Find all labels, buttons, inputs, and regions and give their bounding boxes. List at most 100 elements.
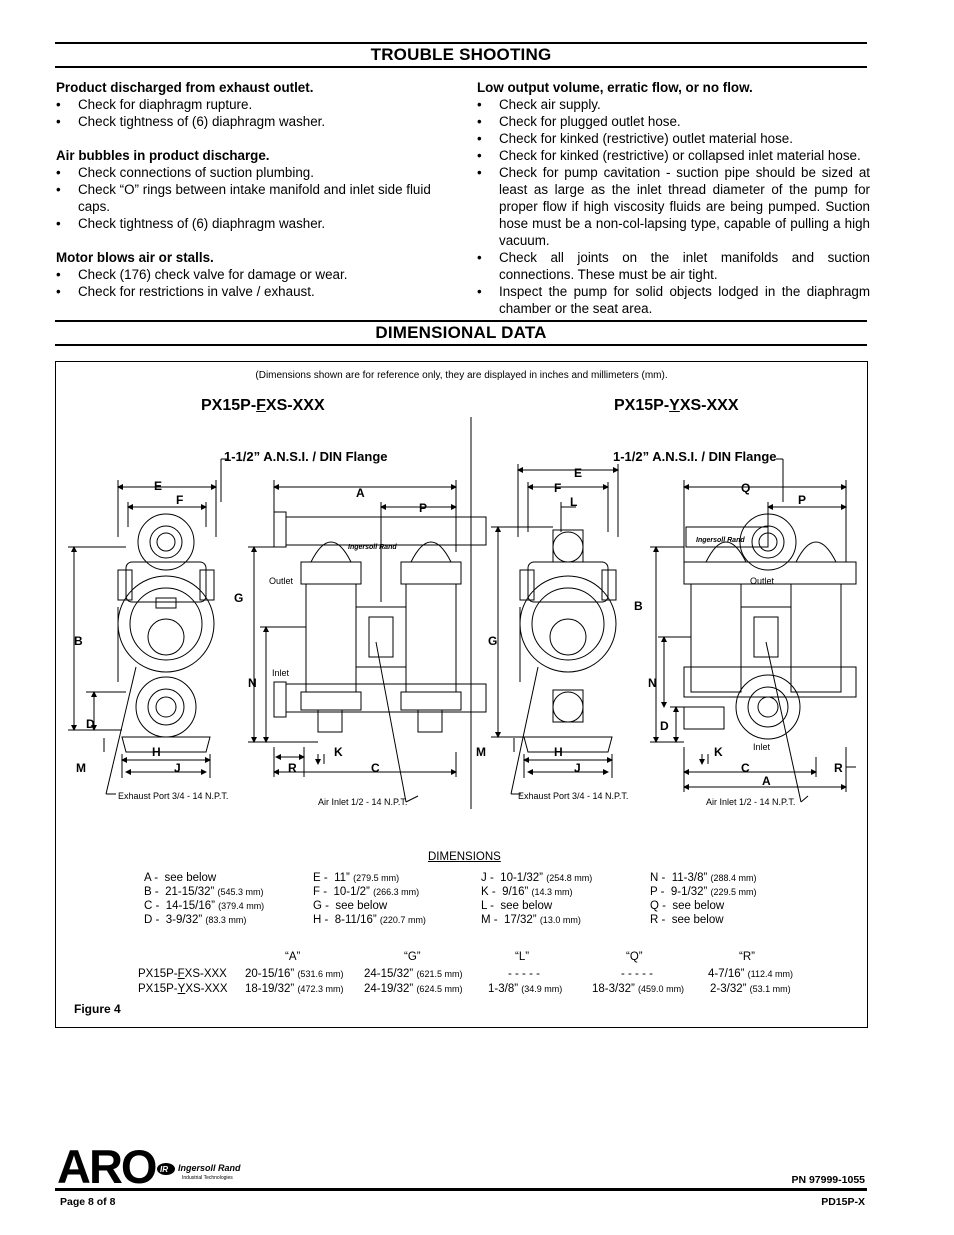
flange-label-left: 1-1/2” A.N.S.I. / DIN Flange xyxy=(224,449,388,464)
dim-letter-g-left: G xyxy=(234,591,243,605)
dimension-row: F - 10-1/2” (266.3 mm) xyxy=(313,886,420,898)
inlet-label-left: Inlet xyxy=(272,668,290,678)
dim-letter-j-right: J xyxy=(574,761,581,775)
trouble-list: Check (176) check valve for damage or we… xyxy=(56,266,466,300)
dimensions-header: DIMENSIONS xyxy=(428,851,501,863)
dim-letter-e-left: E xyxy=(154,479,162,493)
variant-header-a: “A” xyxy=(285,951,301,963)
table-cell: 20-15/16” (531.6 mm) xyxy=(245,968,344,980)
list-item: Check (176) check valve for damage or we… xyxy=(56,266,466,283)
flange-label-right: 1-1/2” A.N.S.I. / DIN Flange xyxy=(613,449,777,464)
list-item: Check for diaphragm rupture. xyxy=(56,96,466,113)
table-cell: - - - - - xyxy=(508,968,540,980)
list-item: Check air supply. xyxy=(477,96,870,113)
model-title-right: PX15P-YXS-XXX xyxy=(614,397,739,414)
table-cell: 4-7/16” (112.4 mm) xyxy=(708,968,793,980)
brand-badge-left: Ingersoll Rand xyxy=(348,544,397,551)
dimension-row: L - see below xyxy=(481,900,553,912)
dimensional-data-title: DIMENSIONAL DATA xyxy=(375,323,547,342)
dimension-row: D - 3-9/32” (83.3 mm) xyxy=(144,914,247,926)
dim-letter-f-right: F xyxy=(554,481,561,495)
svg-text:IR: IR xyxy=(160,1165,168,1174)
exhaust-port-label-right: Exhaust Port 3/4 - 14 N.P.T. xyxy=(518,791,628,801)
dim-letter-b-right: B xyxy=(634,599,643,613)
brand-badge-right: Ingersoll Rand xyxy=(696,537,745,544)
variant-header-g: “G” xyxy=(404,951,421,963)
table-cell: 2-3/32” (53.1 mm) xyxy=(710,983,791,995)
right-end-view xyxy=(519,529,617,753)
table-cell: 18-3/32” (459.0 mm) xyxy=(592,983,685,995)
list-item: Check for kinked (restrictive) or collap… xyxy=(477,147,870,164)
variant-header-r: “R” xyxy=(739,951,755,963)
dim-letter-d-right: D xyxy=(660,719,669,733)
air-inlet-label-right: Air Inlet 1/2 - 14 N.P.T. xyxy=(706,797,795,807)
dim-letter-n-left: N xyxy=(248,676,257,690)
list-item: Check for restrictions in valve / exhaus… xyxy=(56,283,466,300)
dim-letter-k-right: K xyxy=(714,745,723,759)
left-side-view xyxy=(273,511,487,733)
variant-model-y: PX15P-YXS-XXX xyxy=(138,983,228,995)
dimension-row: E - 11” (279.5 mm) xyxy=(313,872,400,884)
dim-letter-h-right: H xyxy=(554,745,563,759)
left-end-view xyxy=(117,513,215,753)
trouble-list: Check connections of suction plumbing. C… xyxy=(56,164,466,232)
dim-letter-a-left: A xyxy=(356,486,365,500)
aro-logo: ARO xyxy=(57,1140,157,1193)
trouble-heading: Product discharged from exhaust outlet. xyxy=(56,80,314,95)
ingersoll-rand-brand: Ingersoll Rand xyxy=(178,1163,241,1173)
dim-letter-j-left: J xyxy=(174,761,181,775)
dim-letter-l-right: L xyxy=(570,495,577,509)
trouble-left-column: Product discharged from exhaust outlet. … xyxy=(56,79,466,317)
dimension-row: K - 9/16” (14.3 mm) xyxy=(481,886,573,898)
list-item: Check for pump cavitation - suction pipe… xyxy=(477,164,870,249)
dimension-row: A - see below xyxy=(144,872,217,884)
dim-letter-k-left: K xyxy=(334,745,343,759)
variant-header-l: “L” xyxy=(515,951,530,963)
dimension-row: Q - see below xyxy=(650,900,725,912)
dim-letter-p-right: P xyxy=(798,493,806,507)
part-number: PN 97999-1055 xyxy=(791,1174,865,1186)
variant-model-f: PX15P-FXS-XXX xyxy=(138,968,227,980)
dimension-row: B - 21-15/32” (545.3 mm) xyxy=(144,886,264,898)
dimension-row: M - 17/32” (13.0 mm) xyxy=(481,914,581,926)
footer-rule xyxy=(55,1188,867,1191)
dim-letter-h-left: H xyxy=(152,745,161,759)
inlet-label-right: Inlet xyxy=(753,742,771,752)
trouble-list: Check air supply. Check for plugged outl… xyxy=(477,96,870,317)
air-inlet-label-left: Air Inlet 1/2 - 14 N.P.T. xyxy=(318,797,407,807)
table-cell: 24-19/32” (624.5 mm) xyxy=(364,983,463,995)
dim-letter-b-left: B xyxy=(74,634,83,648)
list-item: Inspect the pump for solid objects lodge… xyxy=(477,283,870,317)
model-title-left: PX15P-FXS-XXX xyxy=(201,397,325,414)
dim-letter-c-right: C xyxy=(741,761,750,775)
table-cell: 1-3/8” (34.9 mm) xyxy=(488,983,563,995)
list-item: Check all joints on the inlet manifolds … xyxy=(477,249,870,283)
dimension-row: J - 10-1/32” (254.8 mm) xyxy=(481,872,593,884)
trouble-heading: Air bubbles in product discharge. xyxy=(56,148,270,163)
dimension-row: N - 11-3/8” (288.4 mm) xyxy=(650,872,757,884)
trouble-rule xyxy=(55,66,867,68)
ingersoll-rand-logo-icon: IR xyxy=(157,1163,175,1175)
dimension-row: P - 9-1/32” (229.5 mm) xyxy=(650,886,757,898)
exhaust-port-label-left: Exhaust Port 3/4 - 14 N.P.T. xyxy=(118,791,228,801)
figure-label: Figure 4 xyxy=(74,1002,121,1016)
trouble-list: Check for diaphragm rupture. Check tight… xyxy=(56,96,466,130)
ingersoll-rand-sub: Industrial Technologies xyxy=(182,1175,233,1181)
list-item: Check for plugged outlet hose. xyxy=(477,113,870,130)
dim-letter-c-left: C xyxy=(371,761,380,775)
document-number: PD15P-X xyxy=(821,1196,865,1208)
dimensions-column-4: N - 11-3/8” (288.4 mm) P - 9-1/32” (229.… xyxy=(650,871,757,927)
dim-letter-p-left: P xyxy=(419,501,427,515)
trouble-right-column: Low output volume, erratic flow, or no f… xyxy=(477,79,870,334)
table-cell: - - - - - xyxy=(621,968,653,980)
dim-letter-e-right: E xyxy=(574,466,582,480)
dim-letter-r-right: R xyxy=(834,761,843,775)
dimension-row: R - see below xyxy=(650,914,724,926)
outlet-label-right: Outlet xyxy=(750,576,775,586)
dimensions-column-1: A - see below B - 21-15/32” (545.3 mm) C… xyxy=(144,871,264,927)
list-item: Check “O” rings between intake manifold … xyxy=(56,181,466,215)
dim-letter-d-left: D xyxy=(86,717,95,731)
table-cell: 18-19/32” (472.3 mm) xyxy=(245,983,344,995)
variant-header-q: “Q” xyxy=(626,951,643,963)
pump-drawings: E F B D H M J A P G N K R C E F L G M H … xyxy=(68,417,857,809)
